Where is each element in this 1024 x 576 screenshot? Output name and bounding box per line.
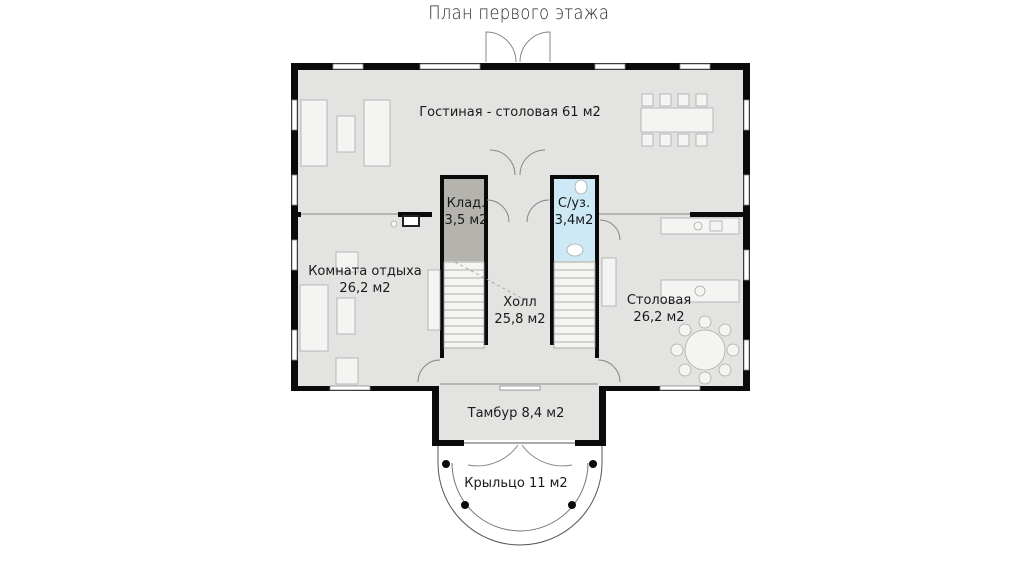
vestibule-floor — [438, 388, 602, 440]
windows — [291, 63, 750, 391]
round-table — [684, 329, 726, 371]
wc-toilet — [574, 179, 588, 195]
sliding-doors — [301, 213, 690, 385]
sofa-right — [363, 99, 391, 167]
room-label-living: Гостиная - столовая 61 м2 — [419, 105, 601, 120]
sofa-left — [300, 99, 328, 167]
room-label-wc: С/уз.3,4м2 — [554, 196, 594, 228]
stairs — [443, 261, 596, 349]
porch-columns — [442, 460, 597, 509]
porch-floor — [437, 442, 603, 546]
furniture — [299, 93, 740, 385]
dining-table — [640, 107, 714, 133]
plan-title: План первого этажа — [428, 2, 610, 24]
wc-sink — [566, 243, 584, 257]
doors — [417, 31, 621, 467]
storage-floor — [443, 178, 486, 261]
sofa-lounge — [299, 284, 329, 352]
coffee-table — [336, 115, 356, 153]
room-label-storage: Клад.3,5 м2 — [444, 196, 488, 228]
room-label-porch: Крыльцо 11 м2 — [464, 476, 568, 491]
porch-arc-inner — [451, 462, 589, 532]
room-label-vestibule: Тамбур 8,4 м2 — [467, 406, 565, 421]
